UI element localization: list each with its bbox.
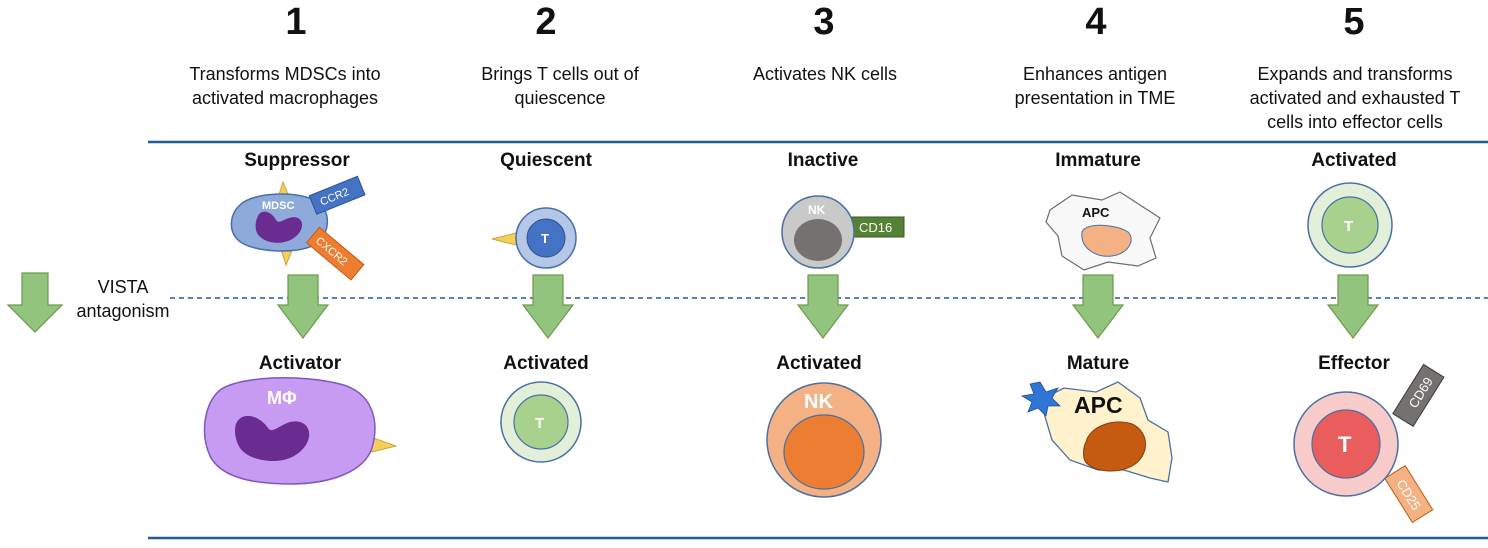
mature-apc-cell-icon: APC [1020, 381, 1173, 483]
step-number-1: 1 [285, 1, 307, 43]
apc-label-mature: APC [1074, 392, 1123, 418]
step-number-5: 5 [1343, 1, 1365, 43]
after-state-4: Mature [1066, 353, 1130, 374]
cd16-label: CD16 [859, 220, 892, 235]
mdsc-label: MDSC [262, 200, 294, 212]
transition-arrow-2 [521, 274, 575, 339]
before-state-4: Immature [1055, 150, 1141, 171]
transition-arrow-1 [276, 274, 330, 339]
step-description-3: Activates NK cells [752, 64, 898, 84]
inactive-nk-cell-icon: CD16 NK [781, 195, 905, 269]
step-number-4: 4 [1085, 1, 1107, 43]
legend-label: VISTA antagonism [76, 277, 170, 321]
t-label-quiescent: T [541, 231, 549, 246]
step-number-3: 3 [813, 1, 835, 43]
transition-arrow-5 [1326, 274, 1380, 339]
after-state-2: Activated [503, 353, 589, 374]
after-state-5: Effector [1318, 353, 1390, 374]
activated-t-cell-icon: T [500, 381, 582, 463]
before-state-5: Activated [1311, 150, 1397, 171]
step-number-2: 2 [535, 1, 557, 43]
after-state-3: Activated [776, 353, 862, 374]
step-description-4: Enhances antigen presentation in TME [1014, 64, 1176, 108]
transition-arrow-4 [1071, 274, 1125, 339]
before-state-2: Quiescent [500, 150, 592, 171]
mdsc-cell-icon: MDSC CCR2 CXCR2 [230, 175, 366, 281]
t-label-activated: T [535, 415, 544, 432]
legend-arrow-icon [6, 272, 64, 333]
effector-t-cell-icon: CD69 CD25 T [1293, 363, 1445, 524]
activated-nk-cell-icon: NK [766, 382, 882, 498]
macrophage-label: MΦ [267, 388, 297, 408]
immature-apc-cell-icon: APC [1045, 191, 1161, 271]
quiescent-t-cell-icon: T [491, 207, 577, 269]
before-state-1: Suppressor [244, 150, 350, 171]
nk-label-inactive: NK [808, 203, 826, 217]
t-label-activated-top: T [1344, 218, 1353, 235]
step-description-5: Expands and transforms activated and exh… [1249, 64, 1461, 132]
t-label-effector: T [1338, 432, 1352, 457]
step-description-2: Brings T cells out of quiescence [481, 64, 639, 108]
step-description-1: Transforms MDSCs into activated macropha… [189, 64, 381, 108]
transition-arrow-3 [796, 274, 850, 339]
before-state-3: Inactive [787, 150, 859, 171]
after-state-1: Activator [258, 353, 342, 374]
nk-label-activated: NK [804, 391, 833, 413]
macrophage-cell-icon: MΦ [203, 377, 398, 485]
activated-t-cell-top-icon: T [1307, 182, 1393, 268]
apc-label-immature: APC [1082, 205, 1110, 220]
